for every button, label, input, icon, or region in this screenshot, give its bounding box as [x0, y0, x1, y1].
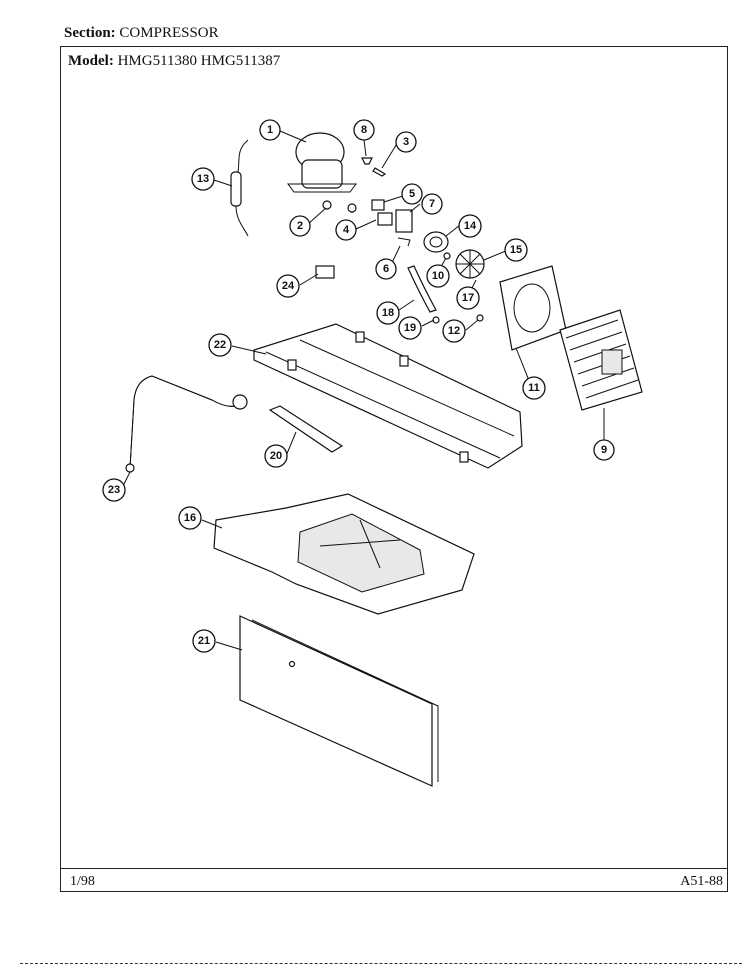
- model-value: HMG511380 HMG511387: [117, 53, 281, 69]
- svg-text:8: 8: [361, 124, 367, 136]
- model-label: Model:: [68, 53, 114, 69]
- callout-1: 1: [259, 119, 281, 141]
- svg-text:2: 2: [297, 220, 303, 232]
- section-heading: Section: COMPRESSOR: [64, 25, 219, 42]
- svg-text:7: 7: [429, 198, 435, 210]
- part-drier: [230, 139, 249, 237]
- diagram-frame: [60, 46, 728, 892]
- svg-text:12: 12: [448, 325, 460, 337]
- callout-20: 20: [264, 444, 288, 468]
- part-compressor: [287, 132, 357, 210]
- svg-text:13: 13: [197, 173, 209, 185]
- callout-11: 11: [522, 376, 546, 400]
- callout-14: 14: [458, 214, 482, 238]
- svg-text:18: 18: [382, 307, 394, 319]
- part-condenser: [559, 309, 643, 411]
- callout-24: 24: [276, 274, 300, 298]
- part-grommet: [347, 203, 357, 213]
- part-bracket: [407, 265, 437, 313]
- callout-7: 7: [421, 193, 443, 215]
- callout-16: 16: [178, 506, 202, 530]
- page-code: A51-88: [680, 874, 723, 889]
- part-fan-shroud: [499, 265, 567, 351]
- part-drain-tray: [213, 493, 475, 615]
- svg-text:16: 16: [184, 512, 196, 524]
- callout-15: 15: [504, 238, 528, 262]
- svg-text:21: 21: [198, 635, 210, 647]
- svg-text:9: 9: [601, 444, 607, 456]
- footer-divider: [60, 868, 728, 869]
- callout-2: 2: [289, 215, 311, 237]
- svg-text:4: 4: [343, 224, 350, 236]
- section-value: COMPRESSOR: [119, 25, 219, 41]
- callout-17: 17: [456, 286, 480, 310]
- callout-18: 18: [376, 301, 400, 325]
- section-label: Section:: [64, 25, 116, 41]
- part-fan-blade: [455, 249, 485, 279]
- part-nut: [443, 252, 451, 260]
- callout-12: 12: [442, 319, 466, 343]
- svg-text:1: 1: [267, 124, 273, 136]
- part-channel: [268, 405, 344, 453]
- svg-text:14: 14: [464, 220, 477, 232]
- callout-19: 19: [398, 316, 422, 340]
- callout-21: 21: [192, 629, 216, 653]
- callout-3: 3: [395, 131, 417, 153]
- bottom-rule: [20, 963, 742, 964]
- revision-date: 1/98: [70, 874, 95, 889]
- callout-23: 23: [102, 478, 126, 502]
- part-screw: [361, 157, 387, 177]
- callout-22: 22: [208, 333, 232, 357]
- callout-6: 6: [375, 258, 397, 280]
- svg-text:20: 20: [270, 450, 282, 462]
- svg-text:15: 15: [510, 244, 522, 256]
- callout-8: 8: [353, 119, 375, 141]
- part-switch: [315, 265, 335, 279]
- callout-5: 5: [401, 183, 423, 205]
- svg-text:6: 6: [383, 263, 389, 275]
- callout-13: 13: [191, 167, 215, 191]
- callout-10: 10: [426, 264, 450, 288]
- part-relay: [371, 199, 393, 226]
- svg-text:17: 17: [462, 292, 474, 304]
- part-terminal-cover: [395, 209, 413, 233]
- svg-text:11: 11: [528, 382, 540, 394]
- svg-text:10: 10: [432, 270, 444, 282]
- svg-text:22: 22: [214, 339, 226, 351]
- svg-text:3: 3: [403, 136, 409, 148]
- svg-text:23: 23: [108, 484, 120, 496]
- model-heading: Model: HMG511380 HMG511387: [68, 53, 280, 70]
- callout-9: 9: [593, 439, 615, 461]
- svg-text:5: 5: [409, 188, 415, 200]
- svg-text:19: 19: [404, 322, 416, 334]
- part-cover-panel: [239, 615, 439, 787]
- callout-4: 4: [335, 219, 357, 241]
- part-fan-motor: [423, 231, 449, 253]
- part-base-pan: [253, 323, 523, 469]
- part-drain-tube: [125, 375, 248, 473]
- part-clip: [397, 237, 411, 247]
- svg-text:24: 24: [282, 280, 295, 292]
